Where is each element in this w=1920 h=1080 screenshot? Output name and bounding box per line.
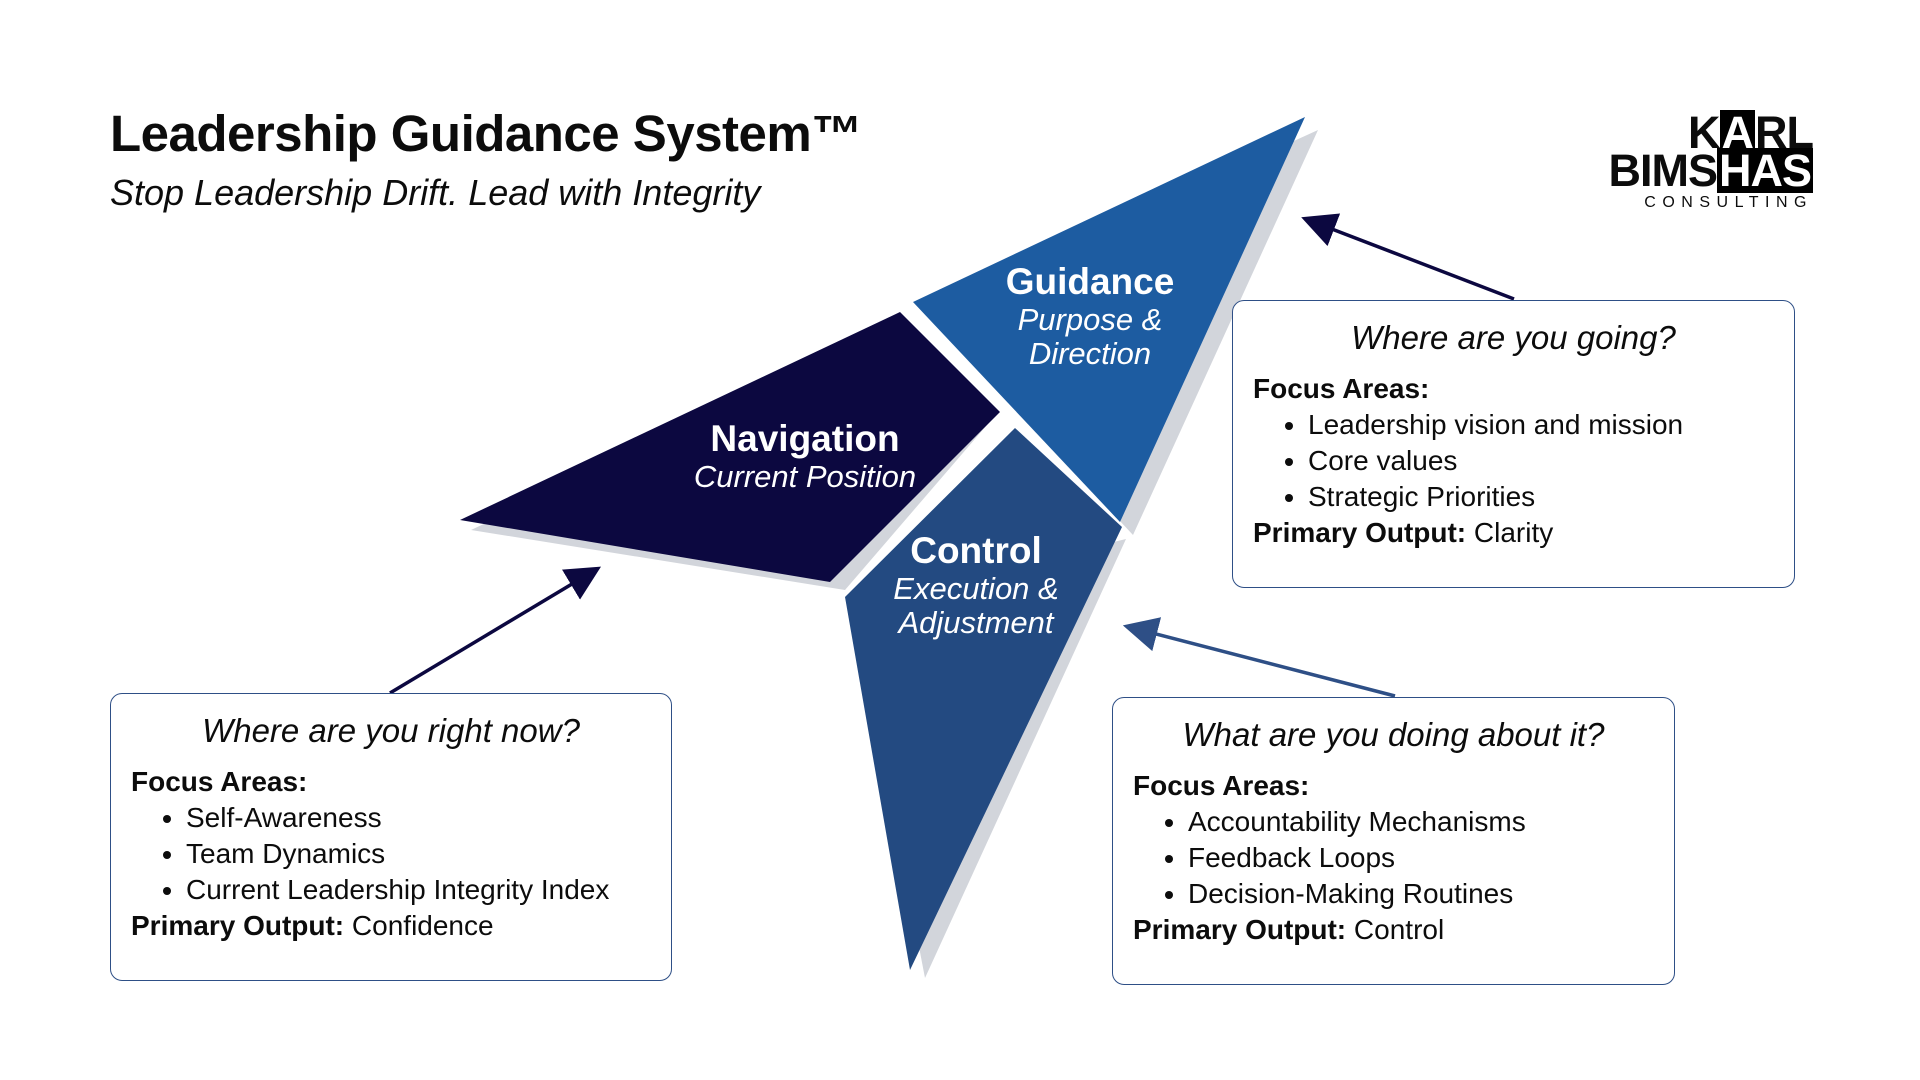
navigation-focus-list: Self-Awareness Team Dynamics Current Lea…: [131, 800, 651, 908]
control-connector-arrow: [1122, 617, 1396, 698]
navigation-connector-arrow: [389, 566, 602, 695]
guidance-question: Where are you going?: [1351, 319, 1676, 356]
list-item: Core values: [1308, 443, 1774, 479]
list-item: Accountability Mechanisms: [1188, 804, 1654, 840]
list-item: Decision-Making Routines: [1188, 876, 1654, 912]
list-item: Strategic Priorities: [1308, 479, 1774, 515]
navigation-sub: Current Position: [693, 458, 917, 494]
control-segment: [845, 428, 1122, 970]
control-sub-2: Adjustment: [898, 605, 1054, 641]
navigation-output: Primary Output: Confidence: [131, 908, 651, 944]
list-item: Self-Awareness: [186, 800, 651, 836]
navigation-name: Navigation: [710, 418, 900, 459]
navigation-card: Where are you right now? Focus Areas: Se…: [110, 693, 672, 981]
logo-line-2: BIMSHAS: [1608, 145, 1813, 196]
output-label: Primary Output:: [1133, 914, 1347, 945]
guidance-focus-label: Focus Areas:: [1253, 373, 1430, 404]
guidance-segment: [913, 117, 1305, 522]
page-title: Leadership Guidance System™: [110, 105, 862, 162]
guidance-name: Guidance: [1005, 261, 1175, 302]
list-item: Leadership vision and mission: [1308, 407, 1774, 443]
navigation-focus-label: Focus Areas:: [131, 766, 308, 797]
control-card: What are you doing about it? Focus Areas…: [1112, 697, 1675, 985]
page-subtitle: Stop Leadership Drift. Lead with Integri…: [110, 172, 761, 213]
guidance-sub-2: Direction: [1028, 336, 1152, 372]
guidance-output: Primary Output: Clarity: [1253, 515, 1774, 551]
company-logo: KARL BIMSHAS CONSULTING: [1608, 107, 1814, 211]
output-label: Primary Output:: [1253, 517, 1467, 548]
guidance-card: Where are you going? Focus Areas: Leader…: [1232, 300, 1795, 588]
control-sub-1: Execution &: [893, 570, 1059, 606]
navigation-segment: [460, 312, 1000, 582]
list-item: Current Leadership Integrity Index: [186, 872, 651, 908]
output-label: Primary Output:: [131, 910, 345, 941]
output-value: Control: [1353, 914, 1445, 945]
control-focus-list: Accountability Mechanisms Feedback Loops…: [1133, 804, 1654, 912]
list-item: Feedback Loops: [1188, 840, 1654, 876]
guidance-label: Guidance Purpose & Direction: [990, 261, 1190, 372]
logo-line-1: KARL: [1688, 107, 1814, 158]
control-name: Control: [910, 530, 1042, 571]
output-value: Confidence: [351, 910, 494, 941]
output-value: Clarity: [1473, 517, 1554, 548]
logo-line-3: CONSULTING: [1644, 194, 1813, 211]
navigation-label: Navigation Current Position: [680, 418, 930, 494]
control-output: Primary Output: Control: [1133, 912, 1654, 948]
navigation-question: Where are you right now?: [202, 712, 580, 749]
guidance-focus-list: Leadership vision and mission Core value…: [1253, 407, 1774, 515]
guidance-connector-arrow: [1301, 213, 1515, 301]
control-label: Control Execution & Adjustment: [876, 530, 1076, 641]
control-focus-label: Focus Areas:: [1133, 770, 1310, 801]
control-question: What are you doing about it?: [1182, 716, 1605, 753]
guidance-sub-1: Purpose &: [1017, 301, 1163, 337]
list-item: Team Dynamics: [186, 836, 651, 872]
